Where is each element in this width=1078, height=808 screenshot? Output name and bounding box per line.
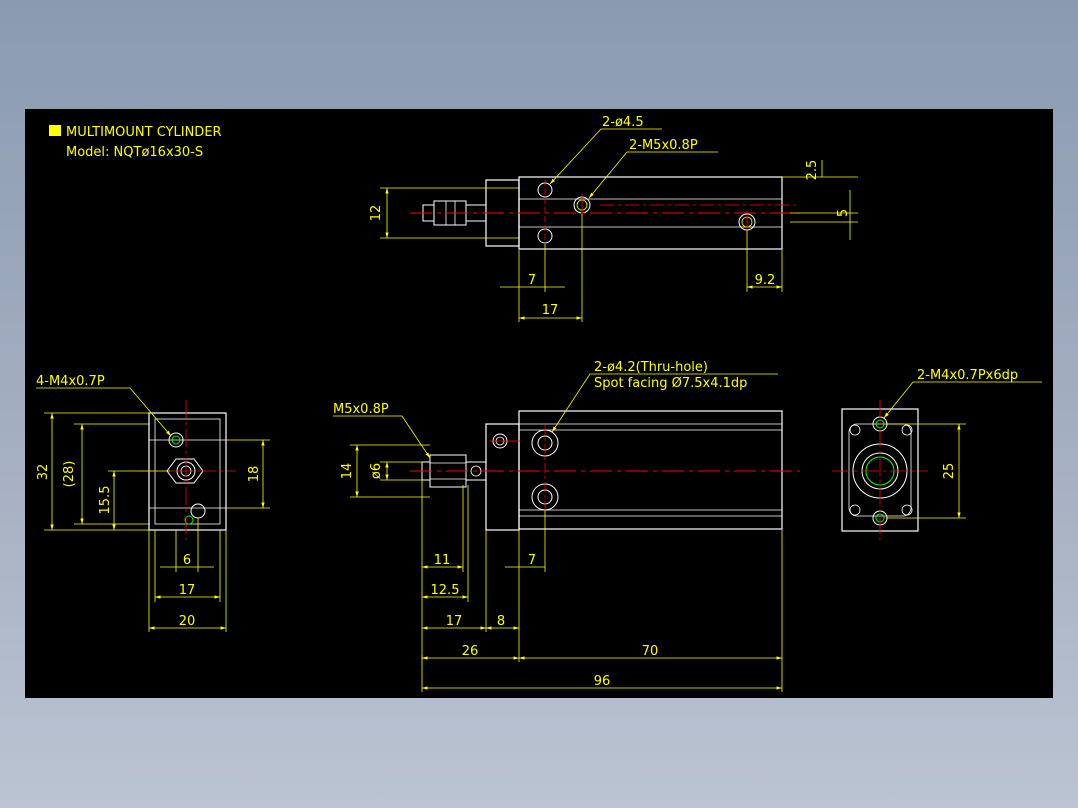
dim-left-18 <box>226 439 270 509</box>
title-marker <box>49 125 61 136</box>
dim-front-17-label: 17 <box>446 614 463 629</box>
dim-top-12 <box>380 187 520 239</box>
dim-left-15-5 <box>108 470 170 530</box>
dim-front-7 <box>505 510 546 572</box>
top-callout-leaders <box>549 128 718 199</box>
title-line-1: MULTIMOUNT CYLINDER <box>66 125 222 140</box>
dim-front-d6 <box>380 461 422 481</box>
left-body-outer <box>148 412 227 531</box>
dim-left-20 <box>148 530 227 632</box>
dim-left-32-label: 32 <box>36 464 51 481</box>
left-callout-text: 4-M4x0.7P <box>36 374 105 389</box>
title-block: MULTIMOUNT CYLINDER Model: NQTø16x30-S <box>49 125 222 160</box>
dim-left-28 <box>74 423 150 525</box>
dim-left-28-label: (28) <box>62 461 77 488</box>
dim-front-26-label: 26 <box>462 644 479 659</box>
dim-front-8-label: 8 <box>497 614 505 629</box>
dim-front-11-label: 11 <box>434 553 451 568</box>
dim-front-11 <box>421 480 464 660</box>
dim-front-96-label: 96 <box>594 674 611 689</box>
left-thread-hole-bottom <box>190 503 206 519</box>
right-hole-top-inner <box>875 419 885 429</box>
front-view: 14 ø6 11 12.5 <box>333 360 800 692</box>
dim-front-26-70 <box>422 530 783 692</box>
front-callout-thread: M5x0.8P <box>333 402 389 417</box>
dim-left-6 <box>160 518 214 572</box>
dim-left-18-label: 18 <box>247 466 262 483</box>
right-corner-bl <box>849 504 861 516</box>
dim-top-9-2 <box>746 230 783 292</box>
right-callout-leader <box>883 381 1042 419</box>
front-callout-holes-1: 2-ø4.2(Thru-hole) <box>594 360 708 375</box>
front-body <box>518 410 783 530</box>
dim-left-17 <box>154 530 221 602</box>
left-thread-hole-top <box>168 432 184 448</box>
dim-top-7-label: 7 <box>528 273 536 288</box>
drawing-sheet <box>25 109 1053 698</box>
front-flange <box>485 423 520 531</box>
dim-front-14-label: 14 <box>340 463 355 480</box>
right-view: 25 2-M4x0.7Px6dp <box>832 368 1042 540</box>
dim-top-17 <box>519 214 583 322</box>
dim-top-7 <box>500 244 565 322</box>
left-thread-hole-top-inner <box>171 435 181 445</box>
dim-left-6-label: 6 <box>183 553 191 568</box>
top-view: 12 2.5 5 7 17 <box>369 115 858 322</box>
dim-front-12-5-label: 12.5 <box>431 583 460 598</box>
dim-front-d6-label: ø6 <box>369 463 384 479</box>
front-holes-leader <box>551 373 778 433</box>
dim-left-15-5-label: 15.5 <box>98 486 113 515</box>
dim-left-32 <box>44 412 150 531</box>
right-callout-text: 2-M4x0.7Px6dp <box>917 368 1018 383</box>
dim-front-70-label: 70 <box>642 644 659 659</box>
dim-front-12-5 <box>422 485 469 602</box>
dim-right-25 <box>886 423 966 519</box>
left-thread-hole-bottom-inner <box>184 515 194 525</box>
right-corner-br <box>901 504 913 516</box>
front-thread-leader <box>333 415 431 459</box>
dim-front-96 <box>421 655 782 692</box>
dim-right-25-label: 25 <box>942 463 957 480</box>
dim-top-17-label: 17 <box>542 303 559 318</box>
right-corner-tr <box>901 424 913 436</box>
front-wiper-mark <box>470 465 482 477</box>
dim-front-7-label: 7 <box>528 553 536 568</box>
top-callout-thread: 2-M5x0.8P <box>629 138 698 153</box>
dim-top-12-label: 12 <box>369 205 384 222</box>
dim-front-17-8 <box>422 530 520 662</box>
dim-top-5-label: 5 <box>836 209 851 217</box>
dim-top-2-5-and-5 <box>782 160 858 240</box>
dim-front-14 <box>350 444 430 498</box>
dim-left-17-label: 17 <box>179 583 196 598</box>
left-callout-leader <box>36 387 172 437</box>
title-line-2: Model: NQTø16x30-S <box>66 145 203 160</box>
dim-top-9-2-label: 9.2 <box>755 273 776 288</box>
dim-left-20-label: 20 <box>179 614 196 629</box>
left-view: 32 (28) 15.5 18 <box>36 374 270 632</box>
dim-top-2-5-label: 2.5 <box>805 160 820 181</box>
front-callout-holes-2: Spot facing Ø7.5x4.1dp <box>594 376 747 391</box>
right-corner-tl <box>849 424 861 436</box>
top-callout-holes: 2-ø4.5 <box>602 115 644 130</box>
